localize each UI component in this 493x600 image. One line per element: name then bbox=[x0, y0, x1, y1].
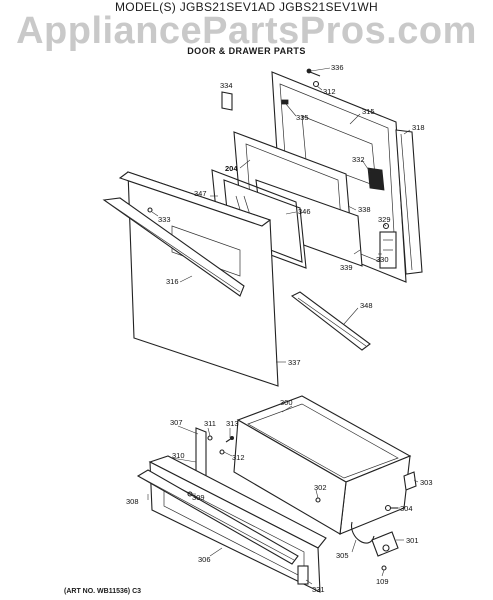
door-screw-336-part[interactable] bbox=[306, 68, 321, 77]
door-latch-part[interactable] bbox=[367, 167, 385, 191]
callout-339[interactable]: 339 bbox=[340, 263, 353, 272]
drawer-screw-304-part[interactable] bbox=[384, 504, 399, 512]
callout-305[interactable]: 305 bbox=[336, 551, 349, 560]
drawer-stop-331-part[interactable] bbox=[297, 565, 309, 585]
drawer-clip-312-part[interactable] bbox=[219, 449, 225, 455]
part-callouts: 336 312 334 335 315 318 204 332 347 346 … bbox=[126, 63, 433, 594]
callout-308[interactable]: 308 bbox=[126, 497, 139, 506]
callout-312-drawer[interactable]: 312 bbox=[232, 453, 245, 462]
callout-300[interactable]: 300 bbox=[280, 398, 293, 407]
watermark-logo: AppliancePartsPros.com bbox=[16, 10, 477, 52]
callout-309[interactable]: 309 bbox=[192, 493, 205, 502]
door-screw-333-part[interactable] bbox=[147, 207, 153, 213]
callout-330[interactable]: 330 bbox=[376, 255, 389, 264]
callout-109[interactable]: 109 bbox=[376, 577, 389, 586]
drawer-screw-313-part[interactable] bbox=[225, 435, 234, 443]
callout-307[interactable]: 307 bbox=[170, 418, 183, 427]
callout-347[interactable]: 347 bbox=[194, 189, 207, 198]
callout-303[interactable]: 303 bbox=[420, 478, 433, 487]
drawer-rail-303-part[interactable] bbox=[403, 471, 417, 491]
callout-316[interactable]: 316 bbox=[166, 277, 179, 286]
callout-315[interactable]: 315 bbox=[362, 107, 375, 116]
art-number: (ART NO. WB11536) C3 bbox=[64, 588, 142, 595]
callout-335[interactable]: 335 bbox=[296, 113, 309, 122]
drawer-roller-301-part[interactable] bbox=[371, 531, 399, 557]
callout-204[interactable]: 204 bbox=[225, 164, 238, 173]
door-screw-329-part[interactable] bbox=[382, 222, 390, 230]
callout-334[interactable]: 334 bbox=[220, 81, 233, 90]
door-side-trim-part[interactable] bbox=[395, 129, 423, 275]
callout-304[interactable]: 304 bbox=[400, 504, 413, 513]
model-title: MODEL(S) JGBS21SEV1AD JGBS21SEV1WH bbox=[115, 0, 378, 14]
callout-312-door[interactable]: 312 bbox=[323, 87, 336, 96]
callout-318[interactable]: 318 bbox=[412, 123, 425, 132]
callout-331[interactable]: 331 bbox=[312, 585, 325, 594]
drawer-screw-109-part[interactable] bbox=[381, 565, 387, 571]
drawer-handle-part[interactable] bbox=[136, 469, 299, 565]
callout-310[interactable]: 310 bbox=[172, 451, 185, 460]
door-handle-part[interactable] bbox=[102, 197, 245, 297]
door-hinge-part[interactable] bbox=[379, 231, 397, 269]
drawer-screw-311-part[interactable] bbox=[207, 435, 213, 441]
callout-348[interactable]: 348 bbox=[360, 301, 373, 310]
callout-332[interactable]: 332 bbox=[352, 155, 365, 164]
callout-301[interactable]: 301 bbox=[406, 536, 419, 545]
callout-313[interactable]: 313 bbox=[226, 419, 239, 428]
door-bottom-trim-part[interactable] bbox=[290, 291, 371, 351]
door-clip-312-part[interactable] bbox=[312, 80, 320, 88]
callout-337[interactable]: 337 bbox=[288, 358, 301, 367]
callout-336[interactable]: 336 bbox=[331, 63, 344, 72]
callout-338[interactable]: 338 bbox=[358, 205, 371, 214]
door-clip-335-part[interactable] bbox=[281, 99, 289, 105]
callout-311[interactable]: 311 bbox=[204, 419, 216, 428]
callout-329[interactable]: 329 bbox=[378, 215, 391, 224]
drawer-wire-305-part[interactable] bbox=[351, 521, 375, 544]
drawer-body-part[interactable] bbox=[233, 395, 412, 535]
callout-306[interactable]: 306 bbox=[198, 555, 211, 564]
leader-lines bbox=[147, 67, 419, 585]
section-title: DOOR & DRAWER PARTS bbox=[187, 46, 306, 56]
outer-door-panel-part[interactable] bbox=[118, 171, 279, 387]
door-bracket-334-part[interactable] bbox=[221, 91, 233, 111]
callout-346[interactable]: 346 bbox=[298, 207, 311, 216]
callout-302[interactable]: 302 bbox=[314, 483, 327, 492]
callout-333[interactable]: 333 bbox=[158, 215, 171, 224]
